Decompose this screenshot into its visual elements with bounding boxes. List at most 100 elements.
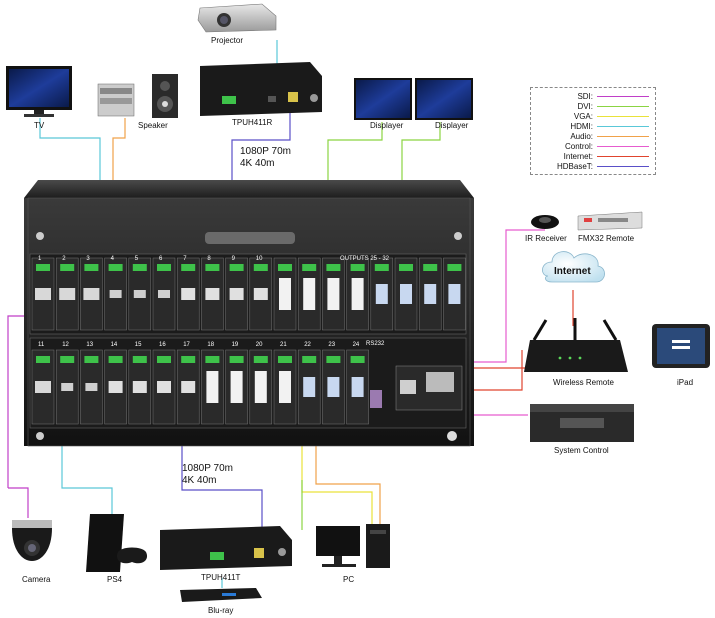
tpuh411t-label: TPUH411T <box>201 573 241 582</box>
top-terminal-9 <box>253 264 268 271</box>
camera-label: Camera <box>22 575 51 584</box>
top-terminal-16 <box>423 264 438 271</box>
top-slot-number: 3 <box>86 256 90 262</box>
ir-receiver-label: IR Receiver <box>525 234 567 243</box>
bottom-slot-number: 16 <box>159 342 166 348</box>
top-slot-number: 10 <box>255 256 263 262</box>
bottom-terminal-1 <box>60 356 75 363</box>
top-slot-number: 5 <box>134 256 139 262</box>
tv-label: TV <box>34 121 45 130</box>
top-terminal-0 <box>36 264 50 271</box>
top-terminal-14 <box>374 264 389 271</box>
speaker-device <box>97 74 178 118</box>
bottom-port-6 <box>181 381 196 393</box>
rs232-label: RS232 <box>366 341 385 347</box>
chassis-top <box>24 180 474 198</box>
bottom-terminal-13 <box>350 356 365 363</box>
bottom-terminal-9 <box>253 356 268 363</box>
bottom-slot-number: 20 <box>255 342 263 348</box>
bottom-terminal-12 <box>326 356 341 363</box>
top-card-row <box>29 253 467 335</box>
legend-swatch <box>597 126 649 127</box>
tpuh411r-device <box>200 62 322 116</box>
pc-label: PC <box>343 575 355 584</box>
bottom-port-8 <box>230 371 243 403</box>
top-port-3 <box>109 290 122 298</box>
power-socket <box>426 372 454 392</box>
tv-device <box>6 66 72 117</box>
bottom-port-0 <box>35 381 51 393</box>
top-distance-line2: 4K 40m <box>240 158 275 169</box>
bluray-label: Blu-ray <box>208 606 234 615</box>
system-control-label: System Control <box>554 446 609 455</box>
tpuh411t-device <box>160 526 292 570</box>
ir-receiver-device <box>531 215 559 229</box>
top-port-13 <box>351 278 364 310</box>
legend-row: Control: <box>531 142 655 152</box>
displayer2-label: Displayer <box>435 121 469 130</box>
bottom-slot-number: 11 <box>38 342 45 348</box>
projector-device <box>197 3 277 33</box>
legend-row: DVI: <box>531 102 655 112</box>
bottom-terminal-0 <box>36 356 50 363</box>
bottom-port-5 <box>157 381 171 393</box>
legend-label: HDBaseT: <box>556 162 593 171</box>
displayer2-device <box>415 78 473 120</box>
ps4-device <box>86 514 148 572</box>
top-terminal-17 <box>447 264 462 271</box>
top-terminal-7 <box>205 264 220 271</box>
legend-label: HDMI: <box>570 122 593 131</box>
bottom-port-13 <box>351 377 364 397</box>
legend-swatch <box>597 136 649 137</box>
outputs-label: OUTPUTS 25 - 32 <box>340 256 390 262</box>
legend-row: HDMI: <box>531 122 655 132</box>
internet-label: Internet <box>554 266 591 277</box>
fmx32-remote-device <box>577 211 643 231</box>
bottom-terminal-7 <box>205 356 220 363</box>
top-slot-number: 9 <box>231 256 235 262</box>
top-terminal-10 <box>278 264 292 271</box>
top-port-10 <box>279 278 291 310</box>
bottom-port-4 <box>132 381 147 393</box>
bottom-slot-number: 13 <box>86 342 94 348</box>
bottom-terminal-11 <box>302 356 317 363</box>
bottom-port-1 <box>61 383 74 391</box>
bluray-device <box>180 588 262 602</box>
top-terminal-15 <box>399 264 413 271</box>
ps4-label: PS4 <box>107 575 123 584</box>
wireless-router-device <box>524 318 628 372</box>
cable-legend: SDI:DVI:VGA:HDMI:Audio:Control:Internet:… <box>530 87 656 175</box>
top-terminal-2 <box>84 264 99 271</box>
top-terminal-3 <box>108 264 123 271</box>
top-terminal-1 <box>60 264 75 271</box>
fmx32-remote-label: FMX32 Remote <box>578 234 635 243</box>
top-slot-number: 6 <box>159 256 163 262</box>
legend-row: Internet: <box>531 152 655 162</box>
bottom-slot-number: 23 <box>328 342 336 348</box>
top-slot-number: 7 <box>183 256 187 262</box>
bottom-port-7 <box>206 371 219 403</box>
bottom-terminal-6 <box>181 356 196 363</box>
bottom-terminal-5 <box>157 356 171 363</box>
ipad-device <box>652 324 710 368</box>
top-port-9 <box>253 288 268 300</box>
top-port-0 <box>35 288 51 300</box>
ipad-label: iPad <box>677 378 694 387</box>
legend-label: DVI: <box>577 102 593 111</box>
top-slot-number: 1 <box>38 256 42 262</box>
top-terminal-5 <box>157 264 171 271</box>
top-port-16 <box>424 284 437 304</box>
camera-sdi-drop <box>8 487 29 518</box>
top-port-8 <box>229 288 244 300</box>
bottom-port-3 <box>108 381 123 393</box>
legend-label: Control: <box>564 142 593 151</box>
top-terminal-8 <box>229 264 244 271</box>
top-terminal-12 <box>326 264 341 271</box>
displayer1-device <box>354 78 412 120</box>
top-terminal-13 <box>350 264 365 271</box>
bottom-terminal-3 <box>108 356 123 363</box>
top-port-5 <box>158 290 170 298</box>
bottom-terminal-8 <box>229 356 244 363</box>
speaker-label: Speaker <box>138 121 168 130</box>
bottom-port-2 <box>85 383 98 391</box>
